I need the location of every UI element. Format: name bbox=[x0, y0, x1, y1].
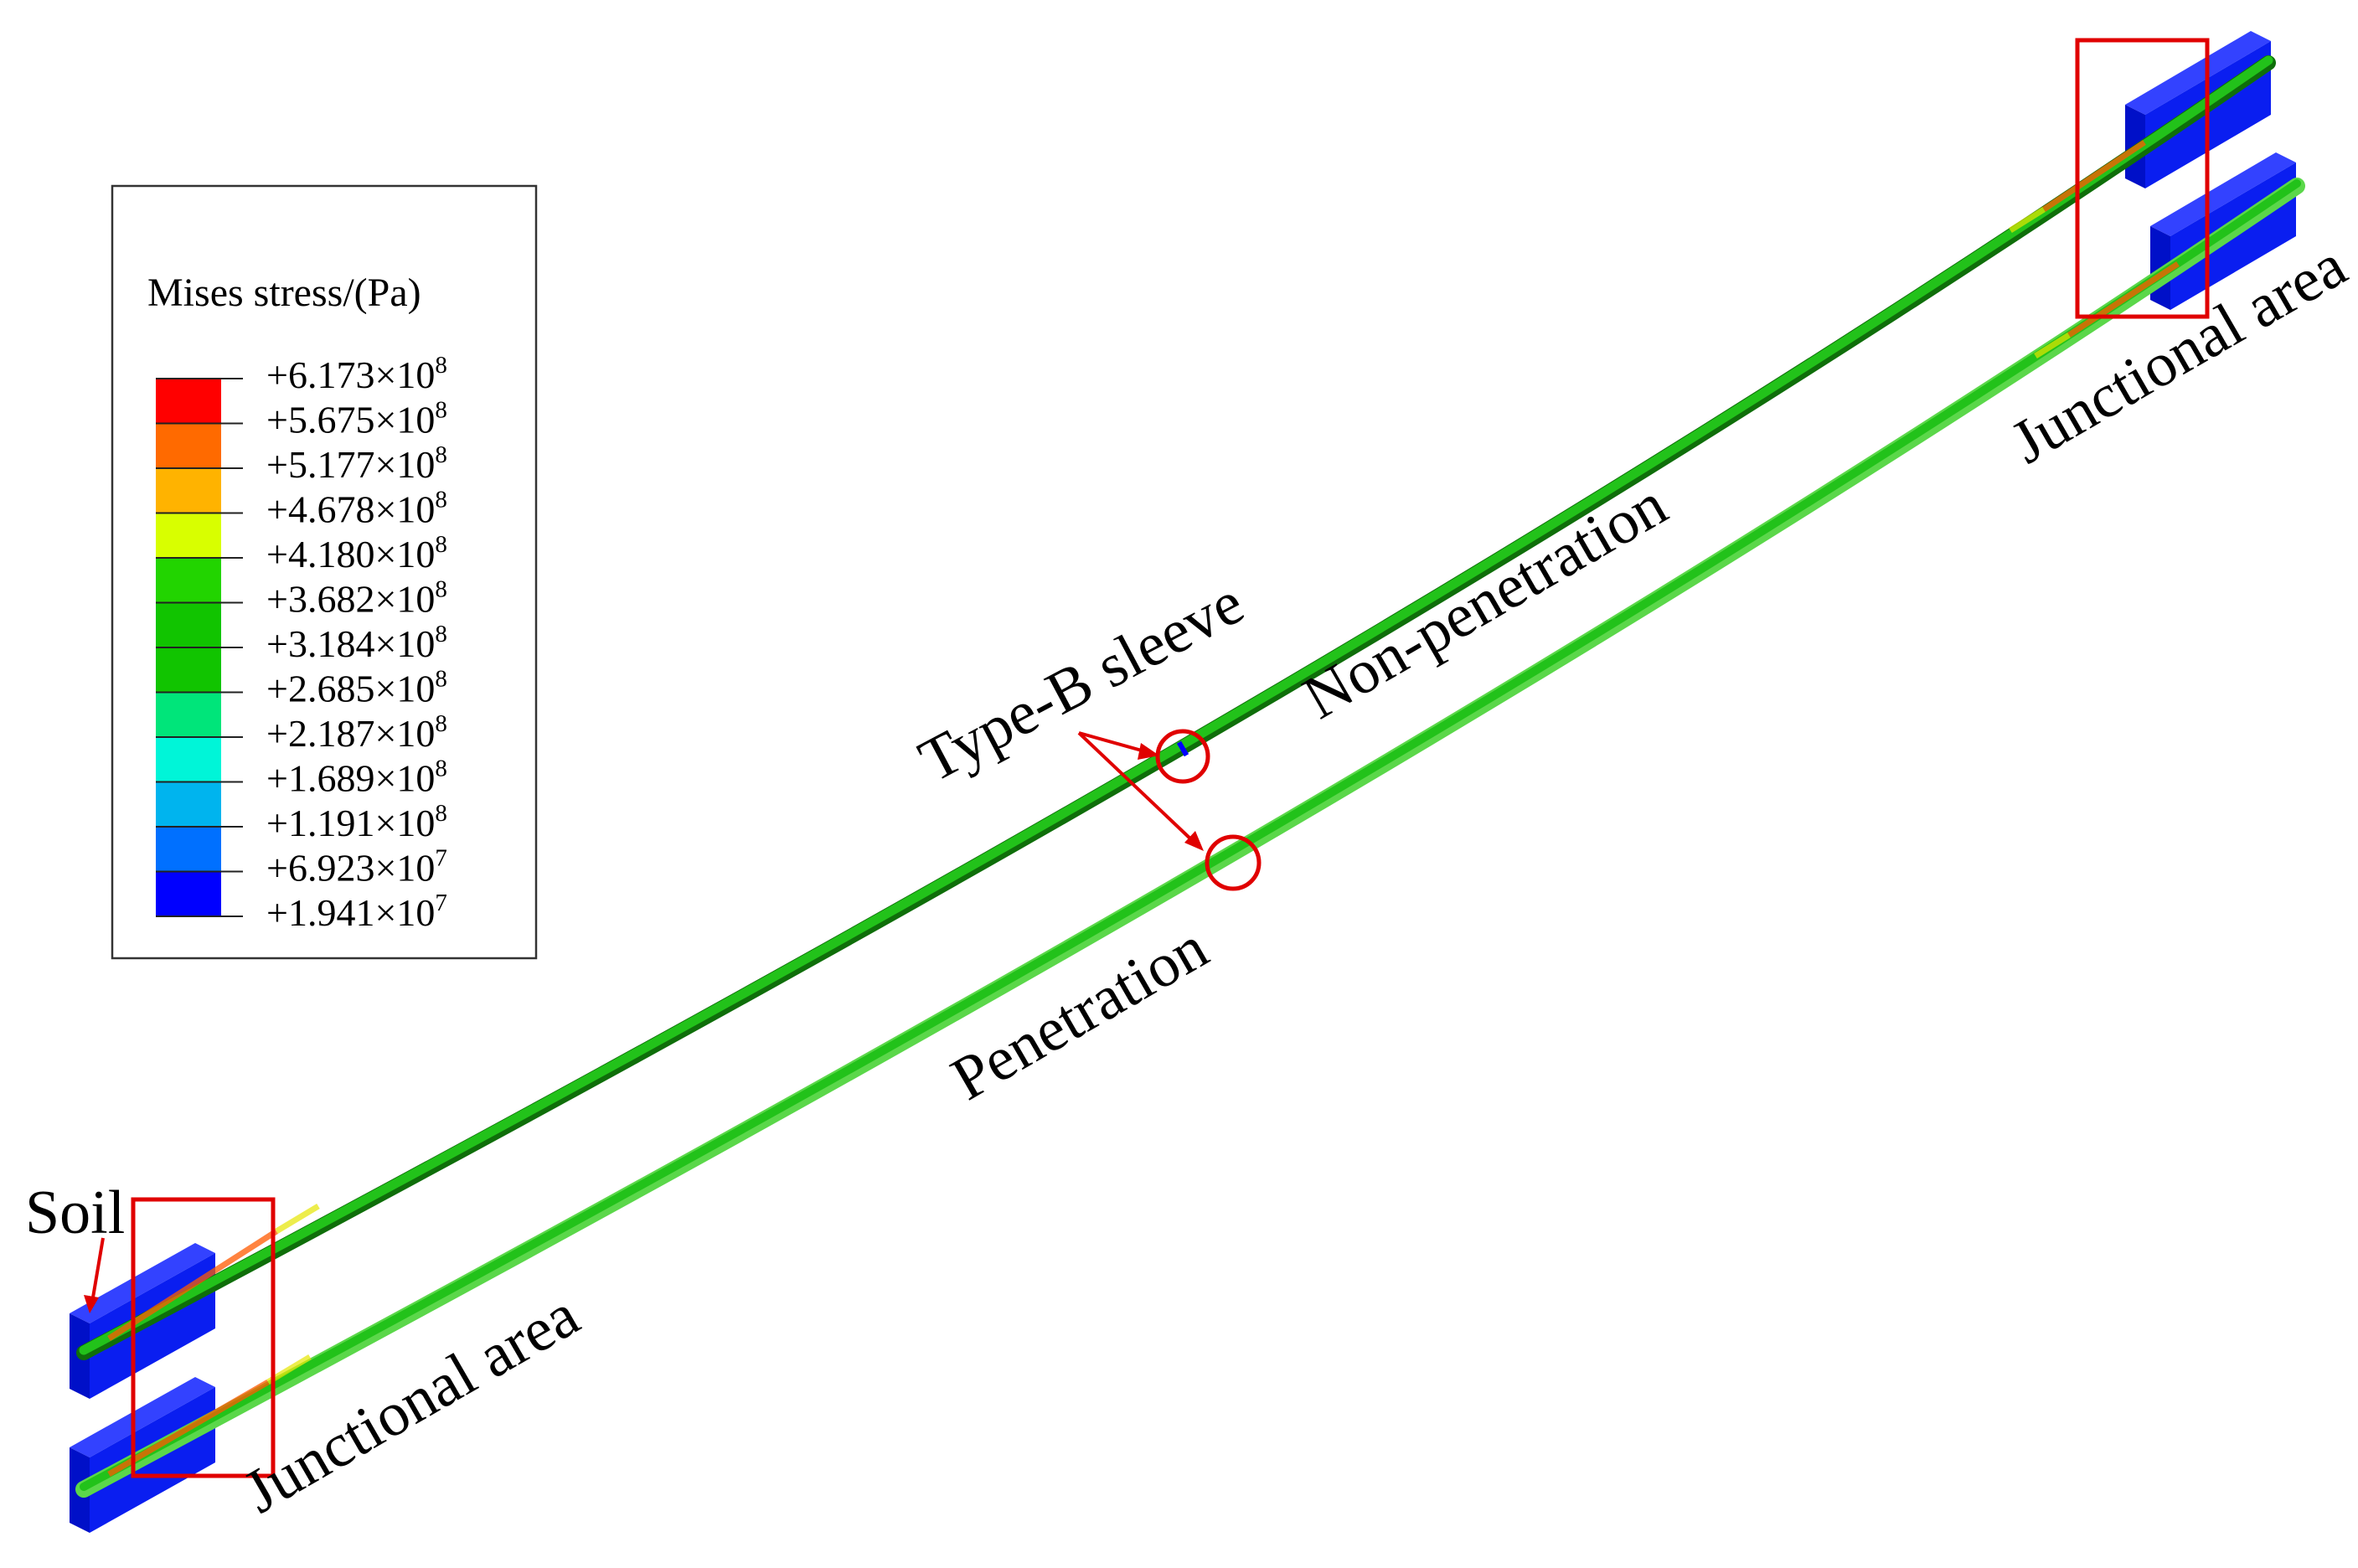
legend-swatch bbox=[156, 827, 221, 872]
legend-value: +6.173×108 bbox=[266, 352, 447, 396]
legend-value: +3.184×108 bbox=[266, 621, 447, 665]
legend-swatch bbox=[156, 602, 221, 647]
legend-value: +4.678×108 bbox=[266, 487, 447, 531]
legend-value: +1.191×108 bbox=[266, 800, 447, 844]
legend-swatch bbox=[156, 781, 221, 827]
sleeve-circle-upper bbox=[1155, 729, 1210, 784]
legend-swatch bbox=[156, 871, 221, 916]
legend-value: +5.675×108 bbox=[266, 397, 447, 441]
legend-swatch bbox=[156, 558, 221, 603]
legend-value: +2.187×108 bbox=[266, 710, 447, 755]
legend-values: +6.173×108+5.675×108+5.177×108+4.678×108… bbox=[266, 352, 447, 934]
legend-value: +3.682×108 bbox=[266, 576, 447, 621]
label-non-penetration: Non-penetration bbox=[1293, 470, 1679, 732]
label-type-b-sleeve: Type-B sleeve bbox=[908, 568, 1254, 796]
pipe-penetration bbox=[75, 178, 2305, 1498]
legend-swatch bbox=[156, 647, 221, 693]
legend-swatch bbox=[156, 423, 221, 468]
stress-legend: Mises stress/(Pa) +6.173×108+5.675×108+5… bbox=[111, 184, 538, 960]
label-soil: Soil bbox=[25, 1179, 125, 1247]
legend-swatch bbox=[156, 468, 221, 513]
legend-swatch bbox=[156, 737, 221, 782]
legend-value: +2.685×108 bbox=[266, 666, 447, 710]
legend-swatch bbox=[156, 692, 221, 737]
legend-value: +4.180×108 bbox=[266, 531, 447, 575]
sleeve-arrows bbox=[1077, 731, 1204, 851]
legend-value: +5.177×108 bbox=[266, 441, 447, 486]
legend-value: +1.689×108 bbox=[266, 756, 447, 800]
junctional-box-right bbox=[2075, 38, 2210, 319]
junctional-box-left bbox=[131, 1197, 276, 1478]
pipe-non-penetration bbox=[76, 55, 2276, 1360]
legend-value: +1.941×107 bbox=[266, 890, 447, 934]
legend-title: Mises stress/(Pa) bbox=[147, 271, 421, 315]
soil-arrow bbox=[84, 1237, 105, 1313]
sleeve-circle-lower bbox=[1205, 834, 1262, 891]
legend-value: +6.923×107 bbox=[266, 845, 447, 890]
legend-color-bar bbox=[156, 379, 221, 916]
legend-swatch bbox=[156, 379, 221, 424]
legend-swatch bbox=[156, 513, 221, 558]
legend-ticks bbox=[156, 378, 243, 917]
